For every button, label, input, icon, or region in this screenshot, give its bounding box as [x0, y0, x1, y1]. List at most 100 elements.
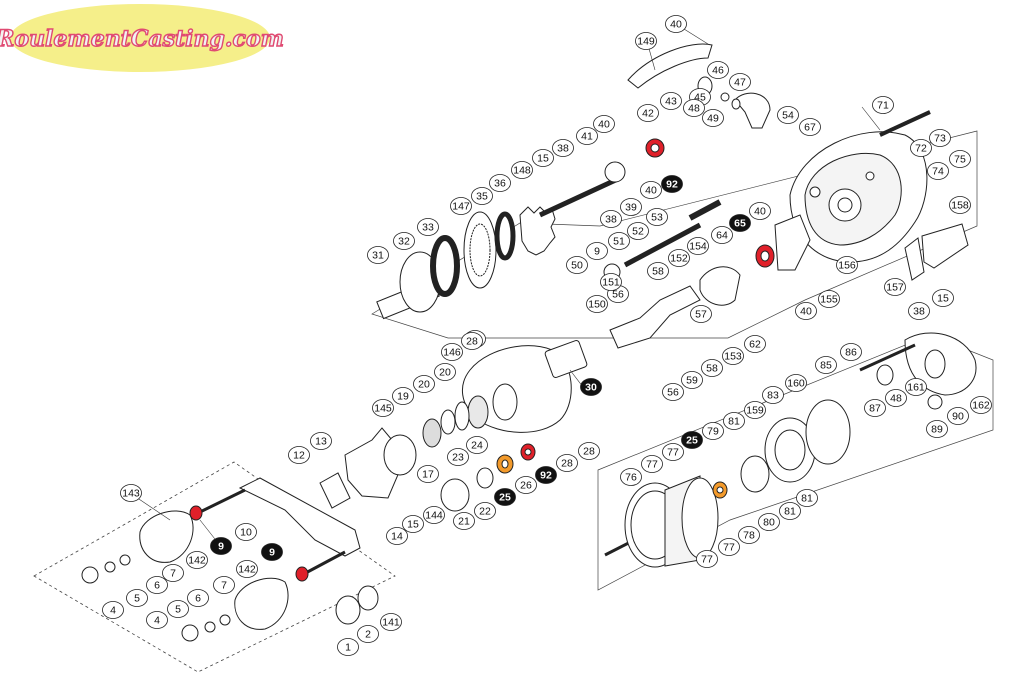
part-callout: 161: [905, 378, 927, 396]
part-callout: 160: [785, 374, 807, 392]
callout-oval: [627, 222, 649, 240]
callout-oval: [799, 118, 821, 136]
callout-oval: [453, 512, 475, 530]
callout-number: 77: [701, 554, 713, 566]
callout-oval: [466, 436, 488, 454]
callout-number: 38: [913, 306, 925, 318]
callout-oval: [795, 302, 817, 320]
callout-number: 81: [801, 493, 813, 505]
part-callout: 30: [580, 378, 602, 396]
callout-oval: [660, 92, 682, 110]
callout-oval: [738, 526, 760, 544]
callout-oval: [566, 256, 588, 274]
part-callout: 92: [661, 175, 683, 193]
callout-oval: [926, 420, 948, 438]
part-callout: 50: [566, 256, 588, 274]
callout-number: 148: [513, 165, 531, 177]
part-callout: 158: [949, 196, 971, 214]
callout-oval: [210, 537, 232, 555]
part-callout: 14: [386, 527, 408, 545]
part-callout: 53: [646, 208, 668, 226]
callout-oval: [662, 383, 684, 401]
part-callout: 157: [884, 278, 906, 296]
callout-number: 38: [557, 143, 569, 155]
callout-number: 57: [695, 309, 707, 321]
callout-oval: [576, 127, 598, 145]
callout-number: 156: [838, 260, 856, 272]
part-callout: 15: [402, 515, 424, 533]
part-callout: 4: [102, 601, 124, 619]
handle-assembly-box: [33, 461, 396, 673]
callout-number: 141: [382, 617, 400, 629]
part-callout: 147: [450, 197, 472, 215]
callout-number: 17: [422, 469, 434, 481]
callout-number: 83: [767, 390, 779, 402]
callout-number: 59: [686, 375, 698, 387]
part-callout: 76: [620, 468, 642, 486]
callout-number: 31: [372, 250, 384, 262]
callout-number: 40: [645, 185, 657, 197]
part-callout: 39: [620, 198, 642, 216]
callout-number: 40: [800, 306, 812, 318]
callout-number: 46: [712, 65, 724, 77]
bearing-icon: [189, 505, 309, 582]
part-callout: 9: [261, 543, 283, 561]
callout-number: 36: [494, 178, 506, 190]
callout-number: 77: [646, 459, 658, 471]
callout-oval: [532, 149, 554, 167]
part-callout: 41: [576, 127, 598, 145]
part-callout: 152: [668, 249, 690, 267]
callout-number: 162: [972, 400, 990, 412]
callout-oval: [932, 289, 954, 307]
callout-number: 87: [869, 403, 881, 415]
callout-number: 13: [315, 436, 327, 448]
callout-oval: [744, 335, 766, 353]
callout-oval: [723, 412, 745, 430]
callout-oval: [367, 246, 389, 264]
part-callout: 48: [683, 99, 705, 117]
callout-number: 80: [763, 517, 775, 529]
part-callout: 149: [635, 32, 657, 50]
callout-number: 45: [694, 92, 706, 104]
callout-number: 76: [625, 472, 637, 484]
callout-number: 50: [571, 260, 583, 272]
part-callout: 10: [235, 523, 257, 541]
callout-number: 85: [820, 360, 832, 372]
part-callout: 9: [210, 537, 232, 555]
callout-number: 28: [466, 336, 478, 348]
callout-oval: [872, 96, 894, 114]
callout-oval: [927, 162, 949, 180]
callout-oval: [586, 242, 608, 260]
callout-number: 53: [651, 212, 663, 224]
callout-oval: [796, 489, 818, 507]
callout-oval: [885, 389, 907, 407]
pinion-assembly: [603, 199, 811, 349]
part-callout: 9: [586, 242, 608, 260]
part-callout: 15: [932, 289, 954, 307]
callout-oval: [186, 551, 208, 569]
part-callout: 148: [511, 161, 533, 179]
part-callout: 64: [711, 226, 733, 244]
callout-number: 10: [240, 527, 252, 539]
callout-oval: [450, 197, 472, 215]
bearing-icon: [712, 481, 728, 499]
callout-oval: [762, 386, 784, 404]
callout-oval: [970, 396, 992, 414]
callout-oval: [417, 465, 439, 483]
callout-number: 158: [951, 200, 969, 212]
part-callout: 7: [213, 576, 235, 594]
callout-number: 21: [458, 516, 470, 528]
callout-number: 6: [154, 580, 160, 592]
callout-number: 54: [782, 110, 794, 122]
part-callout: 59: [681, 371, 703, 389]
callout-oval: [146, 611, 168, 629]
part-callout: 81: [779, 502, 801, 520]
part-callout: 77: [641, 455, 663, 473]
callout-number: 92: [540, 470, 552, 482]
callout-number: 26: [520, 480, 532, 492]
callout-oval: [690, 305, 712, 323]
callout-oval: [777, 106, 799, 124]
callout-oval: [386, 527, 408, 545]
callout-oval: [722, 347, 744, 365]
